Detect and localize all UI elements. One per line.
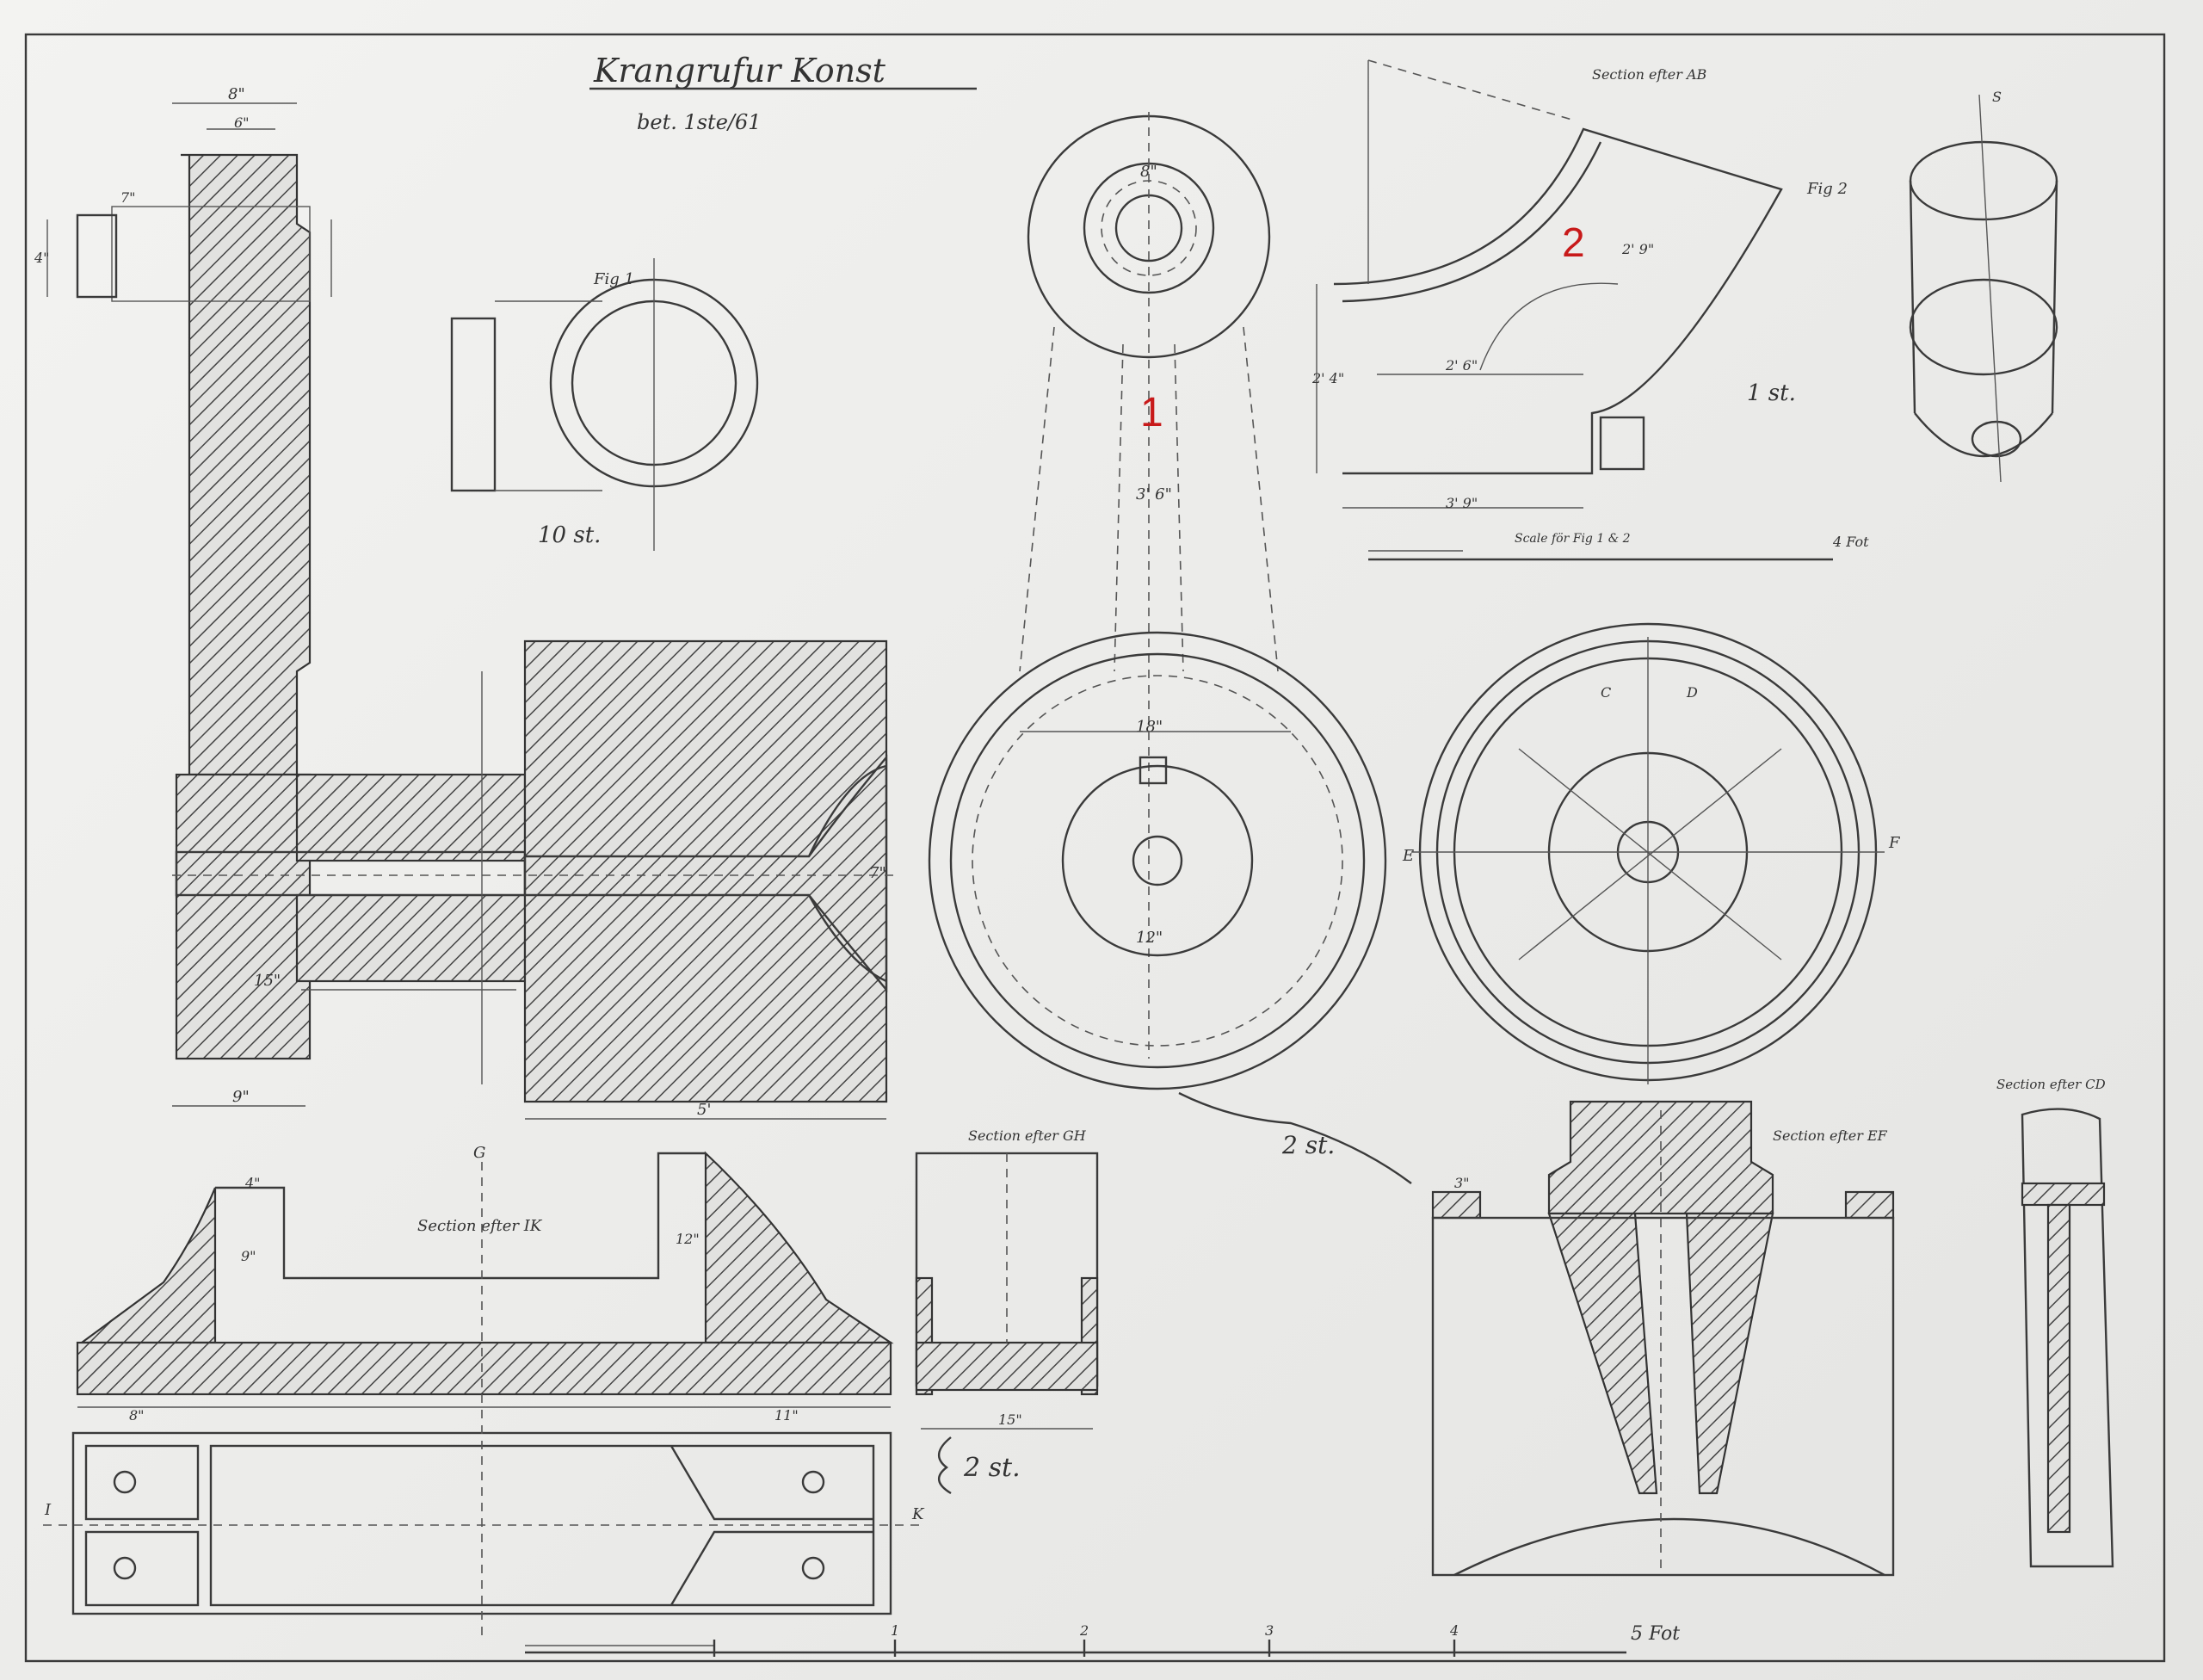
bottom-scale: 1 2 3 4 5 Fot <box>525 1622 1680 1657</box>
section-ef: Section efter EF 3" <box>1431 1100 1895 1577</box>
dim-arm-8: 8" <box>1140 163 1157 181</box>
dim-pin-length: 7" <box>120 189 136 206</box>
spoked-wheel: E F C D <box>1402 622 1901 1084</box>
letter-g: G <box>473 1144 485 1162</box>
dim-arm-5ft: 3' 6" <box>1136 485 1172 503</box>
dim-hub-15: 15" <box>254 972 281 990</box>
letter-e: E <box>1402 847 1414 865</box>
drawing-title: Krangrufur Konst <box>593 52 886 90</box>
dim-wheel-12: 12" <box>1136 929 1163 947</box>
scale-bottom-end: 5 Fot <box>1631 1623 1680 1645</box>
scale-fig12-label: Scale för Fig 1 & 2 <box>1515 532 1631 546</box>
qty-2-bracket: 2 st. <box>963 1453 1021 1483</box>
section-ab-label: Section efter AB <box>1592 66 1707 83</box>
section-cd-label: Section efter CD <box>1996 1077 2106 1092</box>
qty-1: 1 st. <box>1747 380 1796 406</box>
dim-frame-11: 11" <box>774 1407 799 1424</box>
fig1-label: Fig 1 <box>593 270 634 288</box>
dim-frame-12: 12" <box>676 1231 700 1247</box>
section-gh: Section efter GH 15" 2 st. <box>915 1127 1099 1495</box>
fig1-ring: Fig 1 10 st. <box>450 258 759 551</box>
section-cd: Section efter CD <box>1996 1077 2114 1568</box>
letter-s: S <box>1992 89 2002 105</box>
dim-elbow-2ft9: 2' 9" <box>1621 241 1654 257</box>
dim-hub-9: 9" <box>232 1088 250 1106</box>
dim-gh-15: 15" <box>998 1411 1022 1428</box>
dim-frame-8: 8" <box>129 1407 145 1424</box>
overlay-label-1: 1 <box>1140 390 1163 435</box>
overlay-label-2: 2 <box>1562 220 1585 266</box>
dim-elbow-3ft9: 3' 9" <box>1446 495 1478 511</box>
frame-section-ik: Section efter IK I K G 4" 9" 12" 8" 11" <box>43 1144 925 1635</box>
section-ef-label: Section efter EF <box>1773 1127 1888 1144</box>
dim-column-inner: 6" <box>234 114 250 131</box>
crank-arm: 8" 3' 6" 18" 12" 2 st. <box>928 112 1412 1184</box>
dim-hub-7: 7" <box>869 864 886 882</box>
hub-shaft-section: 15" 9" 5' 7" <box>172 639 895 1120</box>
dim-pin-dia: 4" <box>34 250 50 266</box>
dim-elbow-2ft6: 2' 6" <box>1445 357 1478 374</box>
qty-10: 10 st. <box>538 522 601 548</box>
letter-f: F <box>1888 834 1901 852</box>
section-ik-label: Section efter IK <box>417 1217 543 1235</box>
cylinder-view: S <box>1909 89 2058 483</box>
scale-top-end: 4 Fot <box>1832 534 1869 550</box>
letter-k: K <box>911 1505 925 1523</box>
section-gh-label: Section efter GH <box>968 1127 1087 1144</box>
column-section: 8" 6" 7" 4" <box>34 85 332 776</box>
elbow-section: Section efter AB Fig 2 2' 6" 3' 9" 2' 4"… <box>1311 59 1869 561</box>
dim-ef-3: 3" <box>1454 1175 1470 1191</box>
scale-tick-4: 4 <box>1449 1622 1459 1639</box>
dim-column-top: 8" <box>228 85 245 103</box>
dim-hub-5ft: 5' <box>697 1101 711 1119</box>
scale-tick-1: 1 <box>891 1622 899 1639</box>
pencil-note: bet. 1ste/61 <box>637 110 762 134</box>
letter-i: I <box>44 1501 52 1519</box>
dim-elbow-2ft4: 2' 4" <box>1311 370 1344 386</box>
dim-arm-18: 18" <box>1136 718 1163 736</box>
scale-tick-3: 3 <box>1265 1622 1274 1639</box>
letter-d: D <box>1686 684 1698 701</box>
dim-frame-4: 4" <box>244 1175 261 1191</box>
fig2-label: Fig 2 <box>1806 180 1848 198</box>
scale-tick-2: 2 <box>1079 1622 1089 1639</box>
sheet-border <box>24 33 2166 1663</box>
letter-c: C <box>1601 684 1611 701</box>
dim-frame-9: 9" <box>241 1248 256 1264</box>
